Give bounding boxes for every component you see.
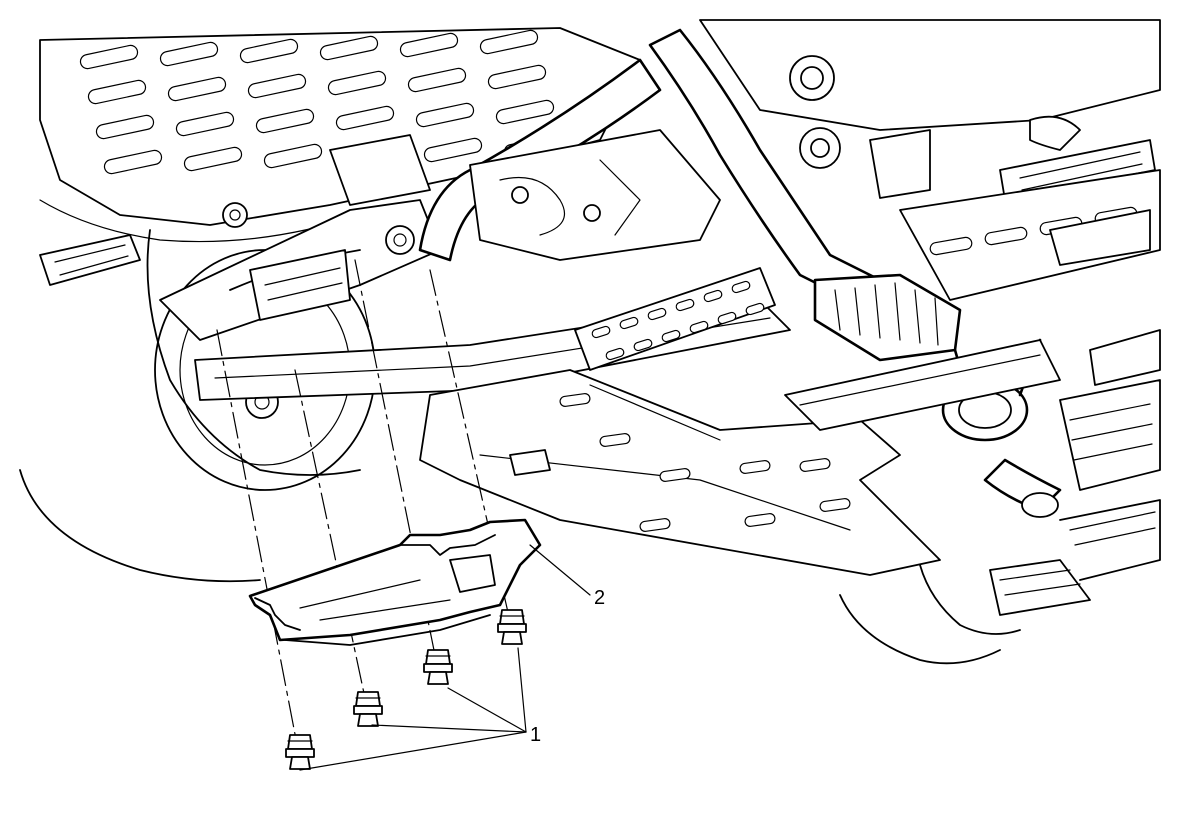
callout-2: 2 bbox=[594, 587, 605, 609]
rail-hole bbox=[633, 338, 653, 352]
left-bracket bbox=[39, 234, 141, 286]
floor-slot bbox=[159, 41, 219, 67]
floor-slot bbox=[479, 29, 539, 55]
floor-slot bbox=[95, 114, 155, 140]
right-frame bbox=[1059, 329, 1161, 491]
fastener-a bbox=[285, 734, 315, 770]
brace-slot bbox=[929, 236, 973, 256]
shield-hole bbox=[744, 513, 776, 527]
floor-slot bbox=[87, 79, 147, 105]
splash-shield-part-2 bbox=[248, 518, 542, 646]
rail-hole bbox=[661, 329, 681, 343]
rail-hole bbox=[605, 347, 625, 361]
right-floor-brace bbox=[899, 169, 1161, 301]
floor-slot bbox=[255, 108, 315, 134]
control-arm bbox=[159, 134, 441, 341]
fasteners-part-1 bbox=[285, 609, 527, 770]
floor-slot bbox=[247, 73, 307, 99]
right-tire bbox=[839, 499, 1161, 665]
rail-hole bbox=[675, 298, 695, 312]
floor-pan bbox=[39, 27, 641, 243]
perforated-rail bbox=[574, 267, 776, 371]
rail-hole bbox=[647, 307, 667, 321]
floor-slot bbox=[495, 99, 555, 125]
shield-hole bbox=[799, 458, 831, 472]
rail-hole bbox=[745, 302, 765, 316]
rail-hole bbox=[717, 311, 737, 325]
rail-hole bbox=[689, 320, 709, 334]
brace-slot bbox=[984, 226, 1028, 246]
floor-slot bbox=[415, 102, 475, 128]
fastener-b bbox=[353, 691, 383, 727]
upper-right-mounts bbox=[699, 19, 1161, 201]
floor-slot bbox=[327, 70, 387, 96]
shield-hole bbox=[639, 518, 671, 532]
rail-hole bbox=[703, 289, 723, 303]
shield-hole bbox=[739, 460, 771, 474]
shield-hole bbox=[599, 433, 631, 447]
underbody-shield bbox=[419, 339, 1061, 576]
floor-slot bbox=[335, 105, 395, 131]
fastener-c bbox=[423, 649, 453, 685]
callout-1: 1 bbox=[530, 724, 541, 746]
floor-slot bbox=[183, 146, 243, 172]
floor-slot bbox=[407, 67, 467, 93]
floor-slot bbox=[319, 35, 379, 61]
rail-hole bbox=[731, 280, 751, 294]
floor-slot bbox=[423, 137, 483, 163]
fastener-d bbox=[497, 609, 527, 645]
rail-hole bbox=[619, 316, 639, 330]
floor-slot bbox=[487, 64, 547, 90]
floor-slot bbox=[79, 44, 139, 70]
floor-slot bbox=[175, 111, 235, 137]
floor-slot bbox=[239, 38, 299, 64]
installation-lines bbox=[216, 259, 513, 761]
transmission bbox=[469, 129, 721, 261]
floor-slot bbox=[399, 32, 459, 58]
rail-hole bbox=[591, 325, 611, 339]
floor-pan-slots bbox=[79, 29, 563, 175]
shield-hole bbox=[659, 468, 691, 482]
floor-slot bbox=[103, 149, 163, 175]
leader-lines bbox=[299, 544, 591, 771]
shield-hole bbox=[559, 393, 591, 407]
shield-hole bbox=[819, 498, 851, 512]
floor-slot bbox=[263, 143, 323, 169]
floor-slot bbox=[167, 76, 227, 102]
